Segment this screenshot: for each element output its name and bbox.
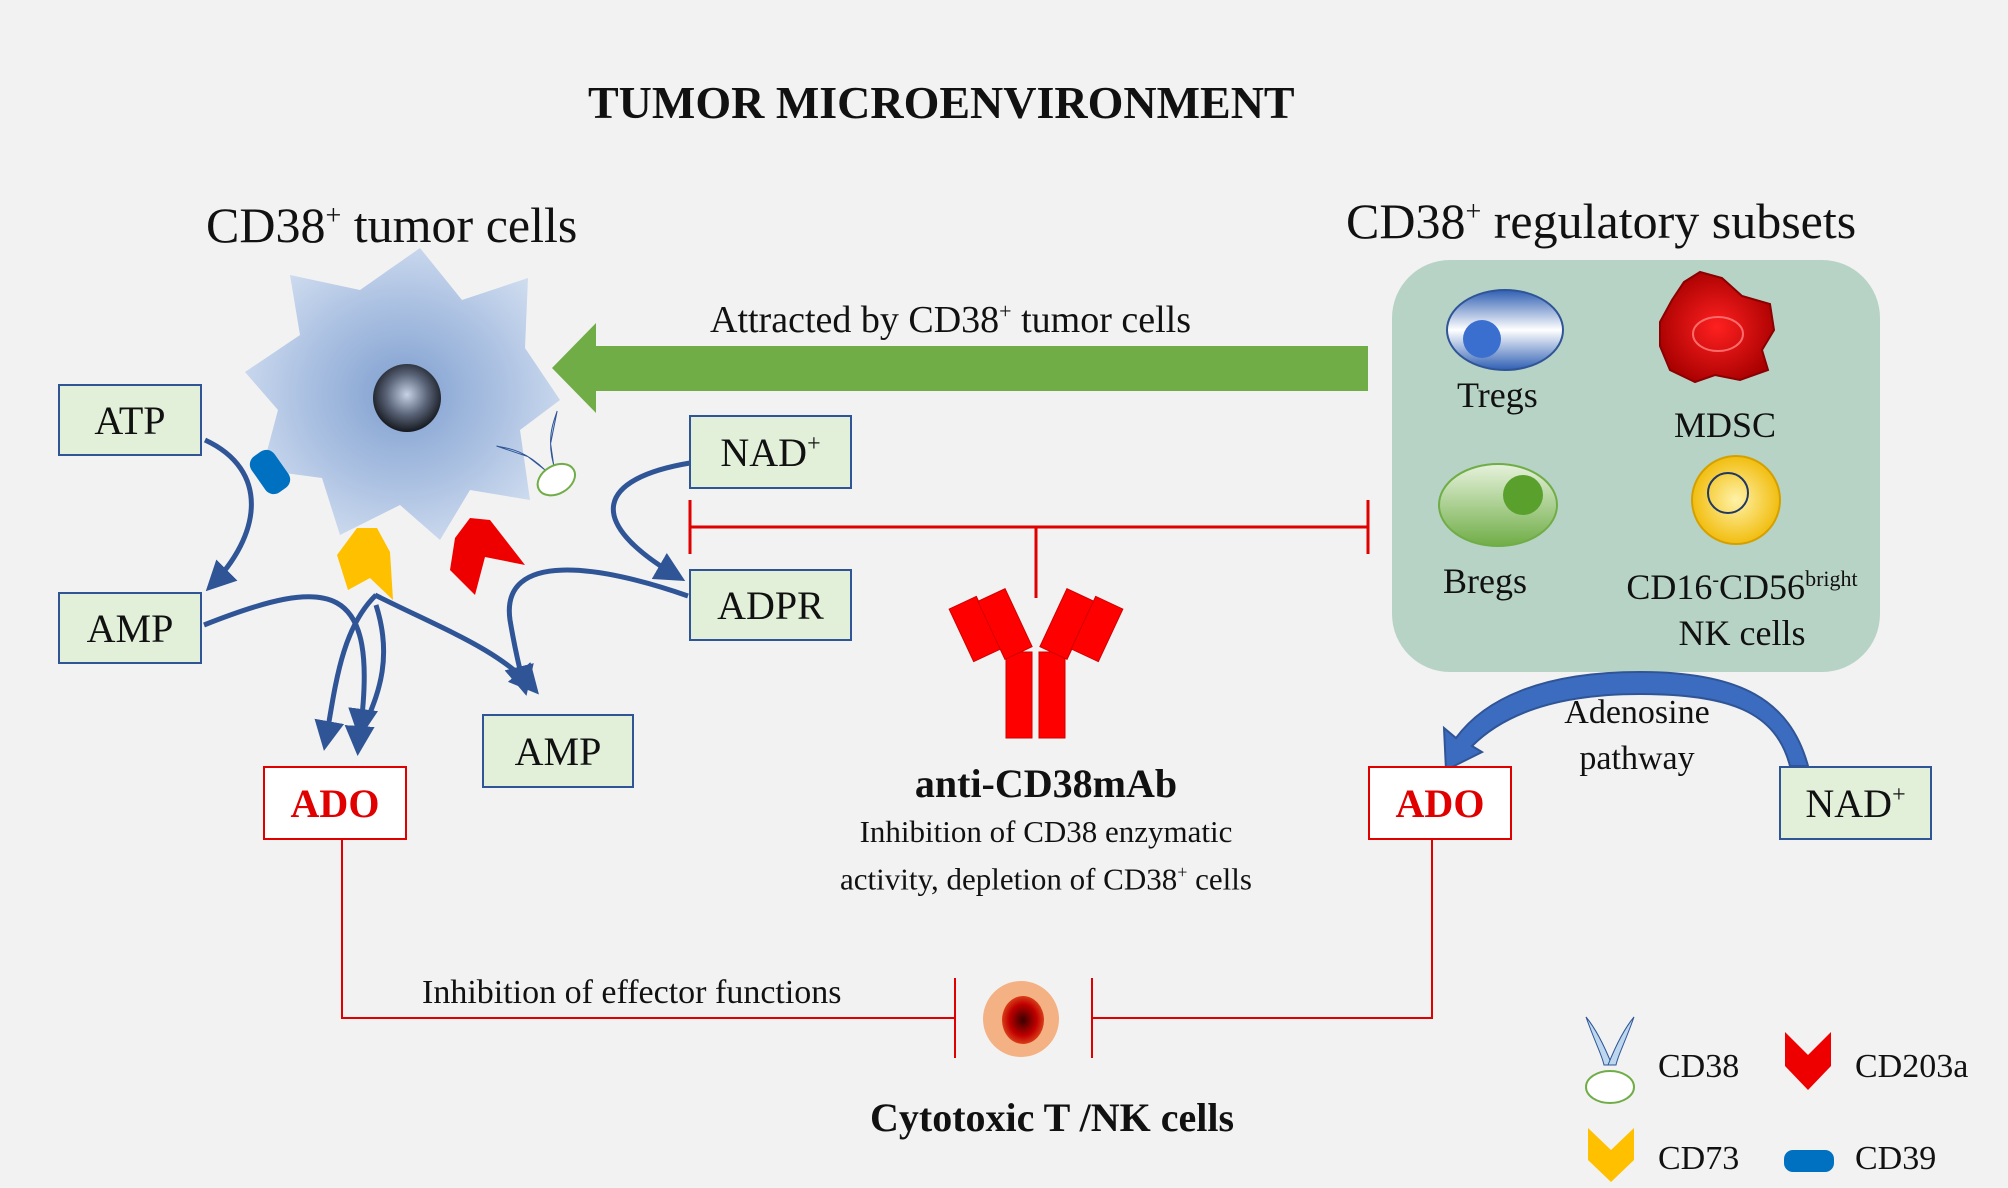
attraction-arrow <box>552 323 1368 413</box>
adpr-box: ADPR <box>689 569 852 641</box>
cd73-marker <box>337 528 393 600</box>
tumor-nucleus <box>373 364 441 432</box>
amp-center-box: AMP <box>482 714 634 788</box>
tregs-nucleus <box>1463 320 1501 358</box>
legend-cd203a-icon <box>1785 1032 1831 1090</box>
amp-left-box: AMP <box>58 592 202 664</box>
cd38-marker <box>496 410 577 497</box>
cytotoxic-label: Cytotoxic T /NK cells <box>870 1095 1235 1140</box>
nad-box: NAD+ <box>689 415 852 489</box>
mdsc-cell-icon <box>1659 270 1776 384</box>
legend-cd39-label: CD39 <box>1855 1140 1937 1177</box>
regulatory-subsets-heading: CD38+ regulatory subsets <box>1346 193 1857 249</box>
mdsc-label: MDSC <box>1674 405 1777 445</box>
cd203a-marker <box>450 518 525 595</box>
legend-cd73-label: CD73 <box>1658 1140 1740 1177</box>
nk-bright-cell-icon <box>1691 455 1781 545</box>
ado-right-box: ADO <box>1368 766 1512 840</box>
adenosine-pathway-label: Adenosine pathway <box>1564 694 1710 777</box>
atp-box: ATP <box>58 384 202 456</box>
antibody-name: anti-CD38mAb <box>914 761 1178 806</box>
tregs-cell-icon <box>1446 289 1564 371</box>
legend-cd73-icon <box>1588 1128 1634 1182</box>
bregs-label: Bregs <box>1443 561 1527 601</box>
inhibition-label: Inhibition of effector functions <box>422 974 842 1011</box>
legend-cd203a-label: CD203a <box>1855 1048 1969 1085</box>
cytotoxic-nucleus <box>1002 996 1044 1044</box>
enzymatic-arrows <box>203 437 691 756</box>
tumor-cells-heading: CD38+ tumor cells <box>206 197 578 253</box>
legend-cd38-icon <box>1585 1016 1635 1104</box>
antibody-icon <box>948 587 1124 739</box>
ado-left-box: ADO <box>263 766 407 840</box>
nad-right-box: NAD+ <box>1779 766 1932 840</box>
nk-bright-label: CD16-CD56bright NK cells <box>1626 566 1858 653</box>
tregs-label: Tregs <box>1457 375 1538 415</box>
attracted-label: Attracted by CD38+ tumor cells <box>710 298 1191 341</box>
effector-inhibition-lines <box>341 840 1433 1058</box>
antibody-inhibition-lines <box>688 500 1370 598</box>
antibody-description: Inhibition of CD38 enzymatic activity, d… <box>840 814 1252 897</box>
legend-cd39-icon <box>1784 1150 1834 1172</box>
adenosine-arrow <box>1442 670 1810 772</box>
legend-cd38-label: CD38 <box>1658 1048 1740 1085</box>
page-title: TUMOR MICROENVIRONMENT <box>588 77 1295 128</box>
cd39-marker <box>249 449 291 495</box>
